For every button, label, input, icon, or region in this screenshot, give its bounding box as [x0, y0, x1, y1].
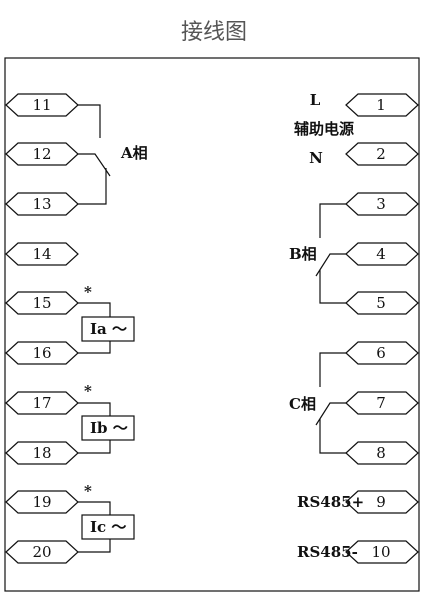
left-terminal-12: 12 — [5, 142, 79, 166]
outer-frame — [4, 57, 420, 592]
phase-c-label: C相 — [289, 395, 316, 413]
left-terminal-18: 18 — [5, 441, 79, 465]
right-terminal-3: 3 — [345, 192, 419, 216]
right-terminal-5: 5 — [345, 291, 419, 315]
svg-text:16: 16 — [32, 344, 51, 362]
ia-polarity-mark: * — [84, 283, 92, 301]
left-terminal-11: 11 — [5, 93, 79, 117]
svg-text:15: 15 — [32, 294, 51, 312]
svg-text:10: 10 — [371, 543, 390, 561]
svg-text:1: 1 — [376, 96, 386, 114]
left-terminal-17: 17 — [5, 391, 79, 415]
ib-polarity-mark: * — [84, 382, 92, 400]
svg-text:20: 20 — [32, 543, 51, 561]
svg-text:2: 2 — [376, 145, 386, 163]
page-title: 接线图 — [180, 20, 247, 45]
svg-text:12: 12 — [32, 145, 51, 163]
svg-text:18: 18 — [32, 444, 51, 462]
svg-text:9: 9 — [376, 493, 386, 511]
aux-power-label: 辅助电源 — [294, 120, 354, 138]
phase-a-label: A相 — [120, 144, 148, 162]
phase-a-switch — [78, 104, 111, 205]
svg-text:6: 6 — [376, 344, 386, 362]
left-terminal-14: 14 — [5, 242, 79, 266]
ia-label: Ia ～ — [90, 320, 127, 338]
phase-b-label: B相 — [289, 245, 317, 263]
right-terminal-6: 6 — [345, 341, 419, 365]
phase-b-switch — [315, 203, 346, 304]
ia-wiring — [78, 302, 135, 354]
left-terminal-19: 19 — [5, 490, 79, 514]
svg-text:4: 4 — [376, 245, 386, 263]
left-terminal-13: 13 — [5, 192, 79, 216]
right-terminal-4: 4 — [345, 242, 419, 266]
right-terminal-1: 1 — [345, 93, 419, 117]
left-terminal-16: 16 — [5, 341, 79, 365]
phase-c-switch — [315, 352, 346, 454]
left-terminal-15: 15 — [5, 291, 79, 315]
right-terminal-2: 2 — [345, 142, 419, 166]
neutral-label: N — [309, 149, 323, 167]
svg-text:13: 13 — [32, 195, 51, 213]
right-terminal-10: 10 — [345, 540, 419, 564]
right-terminal-7: 7 — [345, 391, 419, 415]
svg-text:11: 11 — [32, 96, 51, 114]
ic-wiring — [78, 501, 135, 553]
right-terminal-9: 9 — [345, 490, 419, 514]
svg-text:7: 7 — [376, 394, 386, 412]
ib-label: Ib ～ — [90, 419, 128, 437]
svg-text:8: 8 — [376, 444, 386, 462]
right-terminal-8: 8 — [345, 441, 419, 465]
svg-text:17: 17 — [32, 394, 51, 412]
rs485-minus-label: RS485- — [297, 543, 358, 561]
left-terminal-20: 20 — [5, 540, 79, 564]
ic-polarity-mark: * — [84, 482, 92, 500]
live-label: L — [310, 91, 321, 109]
svg-text:19: 19 — [32, 493, 51, 511]
ib-wiring — [78, 402, 135, 454]
svg-text:5: 5 — [376, 294, 386, 312]
rs485-plus-label: RS485+ — [297, 493, 364, 511]
svg-text:14: 14 — [32, 245, 51, 263]
svg-text:3: 3 — [376, 195, 386, 213]
ic-label: Ic ～ — [90, 518, 126, 536]
